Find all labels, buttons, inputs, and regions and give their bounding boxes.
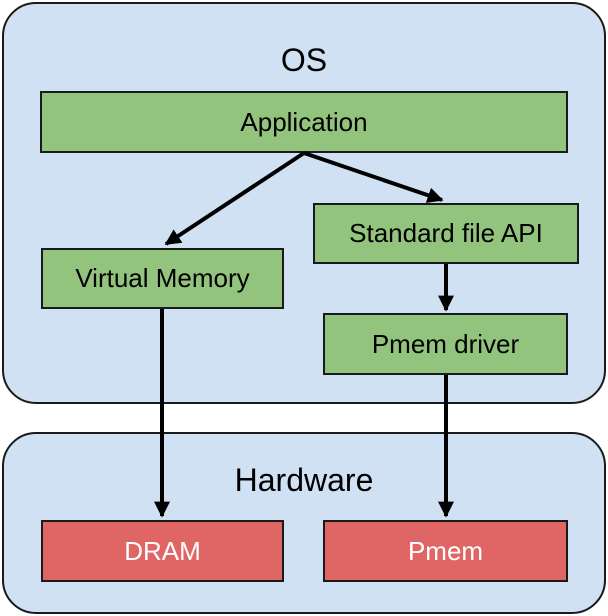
arrow-application-to-standard-file-api <box>303 151 444 203</box>
application-box: Application <box>40 91 568 153</box>
hardware-title: Hardware <box>234 462 374 498</box>
standard-file-api-box: Standard file API <box>313 203 579 264</box>
pmem-box: Pmem <box>323 520 568 582</box>
pmem-driver-box: Pmem driver <box>323 313 568 375</box>
dram-box: DRAM <box>41 520 284 582</box>
os-title: OS <box>280 42 328 78</box>
virtual-memory-box: Virtual Memory <box>41 248 284 309</box>
arrow-application-to-virtual-memory <box>164 151 306 246</box>
